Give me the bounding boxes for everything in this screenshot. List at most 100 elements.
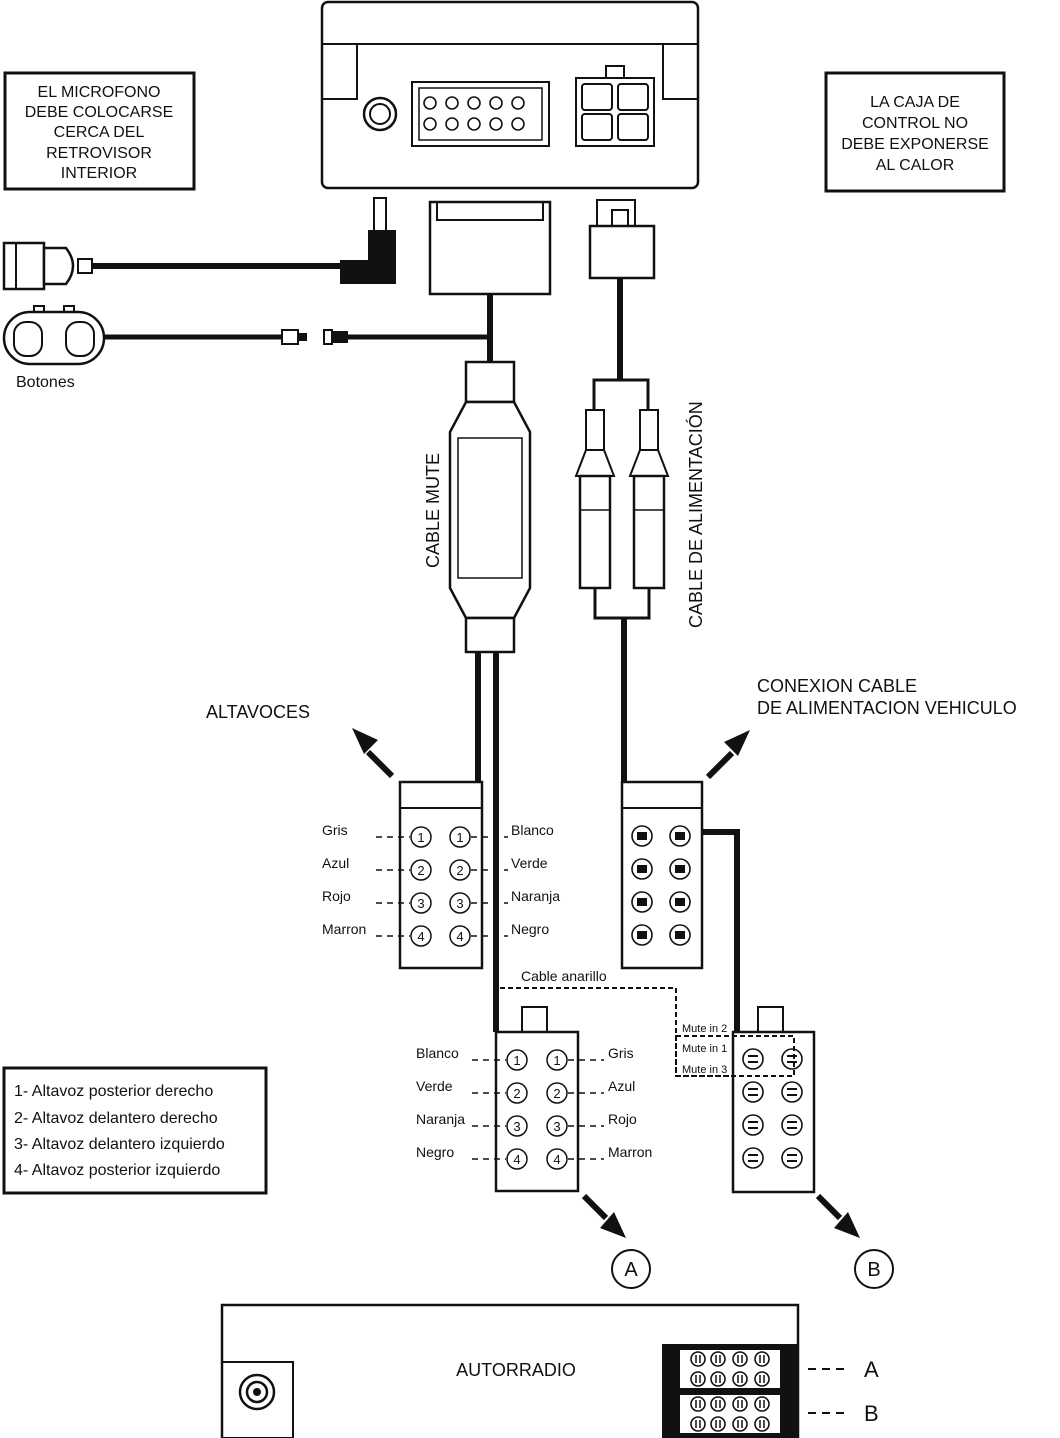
legend-item: 4- Altavoz posterior izquierdo: [14, 1162, 220, 1179]
wire-color-label: Gris: [322, 822, 348, 838]
radio-socket-pin: [690, 1416, 706, 1432]
pin-number: 1: [553, 1053, 560, 1068]
wire-color-label: Azul: [322, 855, 349, 871]
legend-item: 2- Altavoz delantero derecho: [14, 1110, 218, 1127]
wire-color-label: Naranja: [511, 888, 560, 904]
speaker-legend: 1- Altavoz posterior derecho 2- Altavoz …: [2, 1066, 268, 1195]
legend-item: 1- Altavoz posterior derecho: [14, 1083, 213, 1100]
wire-color-label: Negro: [416, 1144, 454, 1160]
pin-circle: [506, 1148, 528, 1170]
plug-connector-icon: [281, 329, 307, 345]
radio-socket-pin: [690, 1371, 706, 1387]
pin-circle: [506, 1115, 528, 1137]
pin-number: 1: [456, 830, 463, 845]
microphone-cable: [2, 197, 396, 291]
pin-number: 2: [553, 1086, 560, 1101]
pin-number: 3: [513, 1119, 520, 1134]
ten-pin-socket-icon: [411, 81, 550, 147]
pin-circle: [449, 826, 471, 848]
pin-number: 1: [417, 830, 424, 845]
radio-socket-pin: [732, 1371, 748, 1387]
pin-number: 4: [513, 1152, 520, 1167]
vehicle-power-pins: [631, 825, 691, 946]
vehicle-power-arrow-icon: [705, 730, 750, 780]
ring-cable-label: Cable anarillo: [521, 968, 607, 984]
power-plug: [588, 199, 656, 280]
mute-inputs: Mute in 2 Mute in 1 Mute in 3: [675, 1023, 795, 1077]
buttons-cable: Botones: [2, 305, 490, 391]
pin-number: 2: [513, 1086, 520, 1101]
b-pin: [742, 1114, 764, 1136]
pin-circle: [506, 1082, 528, 1104]
vehicle-power-label-line1: CONEXION CABLE: [757, 676, 917, 696]
pin-circle: [410, 925, 432, 947]
microphone-note: EL MICROFONO DEBE COLOCARSE CERCA DEL RE…: [3, 71, 196, 191]
pin-circle: [410, 892, 432, 914]
b-pin: [742, 1081, 764, 1103]
wire-color-label: Negro: [511, 921, 549, 937]
radio-socket-pin: [732, 1416, 748, 1432]
pin-circle: [546, 1148, 568, 1170]
pin-number: 4: [553, 1152, 560, 1167]
pin-circle: [506, 1049, 528, 1071]
wire-color-label: Blanco: [511, 822, 554, 838]
radio-b-pins: [742, 1048, 803, 1169]
mute-input-label: Mute in 1: [682, 1043, 727, 1055]
mute-cable-label: CABLE MUTE: [423, 453, 443, 568]
car-radio: AUTORRADIO A B: [220, 1303, 879, 1438]
fuse-holder-left: [574, 409, 616, 590]
microphone-icon: [2, 241, 93, 291]
wire-color-label: Rojo: [322, 888, 351, 904]
socket-connector-icon: [323, 329, 348, 345]
pin-circle: [449, 892, 471, 914]
mute-input-label: Mute in 2: [682, 1023, 727, 1035]
fuse-holder-right: [628, 409, 670, 590]
radio-socket-pin: [754, 1351, 770, 1367]
mic-jack-icon: [362, 96, 398, 132]
mute-cable: CABLE MUTE: [423, 200, 552, 1032]
wire-color-label: Gris: [608, 1045, 634, 1061]
pin-number: 3: [456, 896, 463, 911]
radio-socket-pin: [690, 1396, 706, 1412]
buttons-remote-icon: [2, 305, 106, 366]
mute-input-label: Mute in 3: [682, 1064, 727, 1076]
pin-number: 1: [513, 1053, 520, 1068]
radio-socket-pin: [710, 1371, 726, 1387]
control-box: [320, 0, 700, 190]
radio-label: AUTORRADIO: [456, 1360, 576, 1380]
pin-number: 3: [417, 896, 424, 911]
b-pin: [742, 1147, 764, 1169]
b-pin: [781, 1081, 803, 1103]
port-b-label: B: [867, 1259, 880, 1281]
radio-socket-pin: [754, 1396, 770, 1412]
b-pin: [781, 1147, 803, 1169]
wire-color-label: Naranja: [416, 1111, 465, 1127]
pin-number: 3: [553, 1119, 560, 1134]
pin-circle: [546, 1115, 568, 1137]
power-to-b-wire: [702, 829, 740, 1036]
radio-socket-pin: [710, 1416, 726, 1432]
radio-socket-pin: [732, 1351, 748, 1367]
wire-color-label: Verde: [416, 1078, 453, 1094]
harness-connector: [428, 200, 552, 296]
port-a-label: A: [624, 1259, 638, 1281]
pin-number: 4: [417, 929, 424, 944]
radio-socket-pin: [754, 1416, 770, 1432]
wire-color-label: Blanco: [416, 1045, 459, 1061]
radio-socket-pin: [710, 1396, 726, 1412]
microphone-note-line: RETROVISOR: [46, 145, 152, 162]
radio-socket-pin: [732, 1396, 748, 1412]
b-pin: [781, 1114, 803, 1136]
wire-color-label: Marron: [322, 921, 366, 937]
arrow-to-b-icon: [815, 1193, 860, 1238]
radio-socket-pin: [754, 1371, 770, 1387]
heat-note-line: CONTROL NO: [862, 115, 968, 132]
microphone-note-line: EL MICROFONO: [38, 84, 161, 101]
pin-circle: [410, 826, 432, 848]
pin-number: 2: [417, 863, 424, 878]
wire-color-label: Azul: [608, 1078, 635, 1094]
arrow-to-a-icon: [581, 1193, 626, 1238]
